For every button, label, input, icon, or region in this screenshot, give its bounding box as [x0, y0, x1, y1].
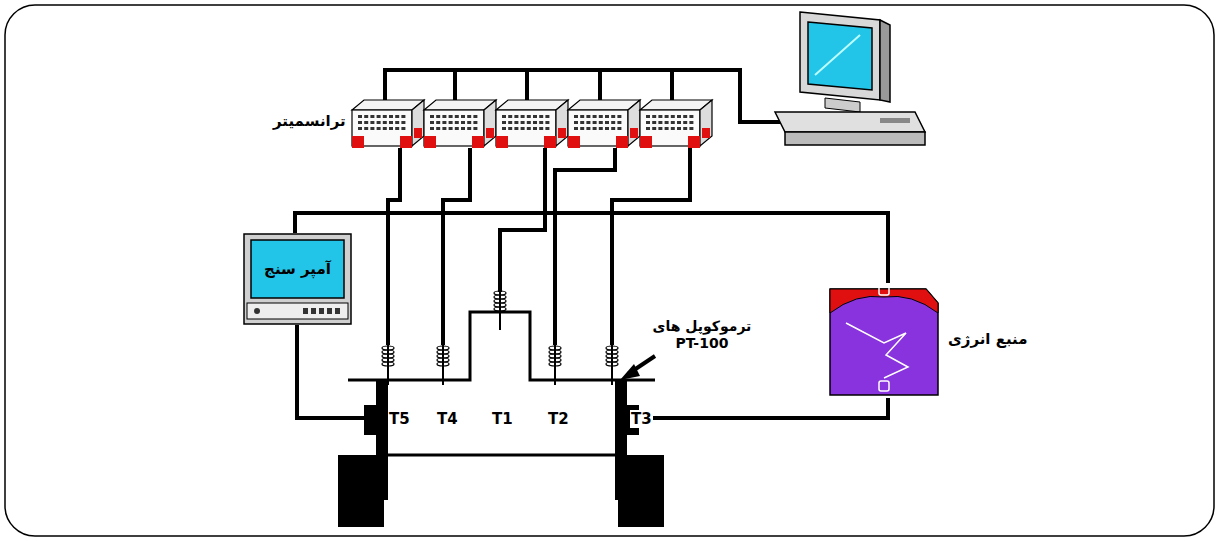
signal-wires — [388, 148, 690, 345]
node-shape — [243, 233, 353, 328]
ammeter-monitor: آمپر سنج — [243, 233, 353, 328]
energy-source: منبع انرژی — [826, 283, 1048, 401]
sensor-label: T2 — [547, 410, 570, 428]
sensor-label: T4 — [436, 410, 459, 428]
node-label: منبع انرژی — [948, 330, 1028, 348]
circuit-wire — [295, 213, 888, 283]
sensor-label: T3 — [630, 410, 653, 428]
transmitter-boxes — [352, 100, 712, 148]
computer — [775, 12, 925, 145]
frame — [5, 5, 1214, 536]
sensor-label: T1 — [491, 410, 514, 428]
sensor-label: T5 — [388, 410, 411, 428]
specimen — [338, 312, 664, 527]
pointer-arrow — [620, 356, 655, 380]
part-label: ترانسمیتر — [273, 112, 346, 130]
thermocouple-probes — [382, 290, 618, 385]
part-label: ترموکوپل های PT-100 — [652, 318, 752, 352]
node-label: آمپر سنج — [264, 260, 331, 278]
